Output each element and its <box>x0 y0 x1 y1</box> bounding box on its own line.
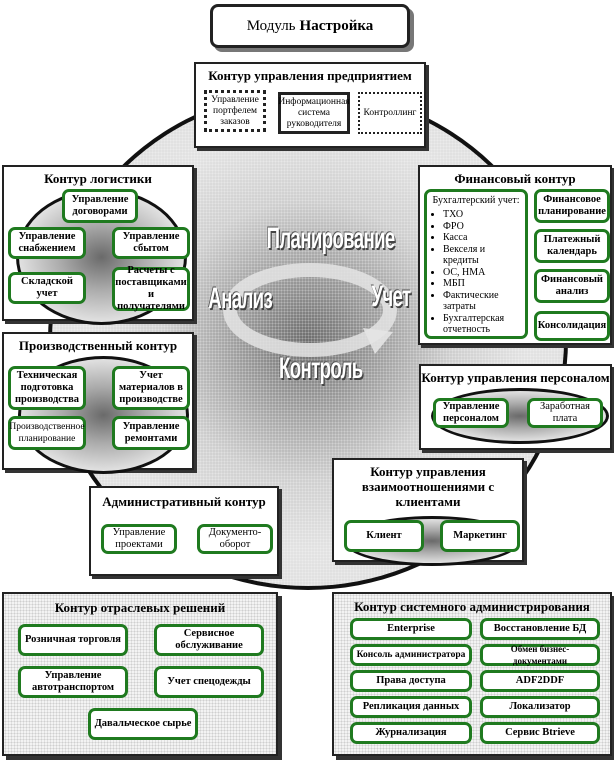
logistics-item[interactable]: Управление договорами <box>62 189 138 223</box>
enterprise-item[interactable]: Информационная система руководителя <box>278 92 350 134</box>
accounting-item: Векселя и кредиты <box>443 244 523 267</box>
sysadmin-item[interactable]: ADF2DDF <box>480 670 600 692</box>
crm-title: Контур управления взаимоотношениями с кл… <box>361 464 495 509</box>
cycle-arrow-icon <box>223 263 397 357</box>
cycle-accounting: Учет <box>371 280 411 313</box>
sysadmin-item[interactable]: Права доступа <box>350 670 472 692</box>
personnel-item[interactable]: Заработная плата <box>527 398 603 428</box>
personnel-panel: Контур управления персоналом Управление … <box>419 364 612 450</box>
logistics-item[interactable]: Управление сбытом <box>112 227 190 259</box>
finance-item[interactable]: Консолидация <box>534 311 610 341</box>
accounting-item: Касса <box>443 232 523 244</box>
production-item[interactable]: Учет материалов в производстве <box>112 366 190 410</box>
production-item[interactable]: Техническая подготовка производства <box>8 366 86 410</box>
cycle-analysis: Анализ <box>208 282 273 315</box>
crm-item[interactable]: Клиент <box>344 520 424 552</box>
accounting-title: Бухгалтерский учет: <box>432 195 520 206</box>
production-title: Производственный контур <box>18 338 178 353</box>
sysadmin-item[interactable]: Репликация данных <box>350 696 472 718</box>
crm-panel: Контур управления взаимоотношениями с кл… <box>332 458 524 566</box>
admin-panel: Административный контур Управление проек… <box>89 486 279 576</box>
industry-title: Контур отраслевых решений <box>54 600 226 615</box>
enterprise-panel: Контур управления предприятием Управлени… <box>194 62 426 148</box>
personnel-item[interactable]: Управление персоналом <box>433 398 509 428</box>
accounting-item: Фактические затраты <box>443 290 523 313</box>
sysadmin-item[interactable]: Обмен бизнес-документами <box>480 644 600 666</box>
logistics-item[interactable]: Складской учет <box>8 272 86 304</box>
cycle-planning: Планирование <box>266 222 396 255</box>
logistics-item[interactable]: Расчеты с поставщиками и получателями <box>112 265 190 312</box>
admin-title: Административный контур <box>102 494 266 509</box>
sysadmin-item[interactable]: Консоль администратора <box>350 644 472 666</box>
production-panel: Производственный контур Техническая подг… <box>2 332 194 474</box>
logistics-panel: Контур логистики Управление договорами У… <box>2 165 194 325</box>
sysadmin-title: Контур системного администрирования <box>354 599 590 614</box>
personnel-title: Контур управления персоналом <box>421 370 610 385</box>
industry-item[interactable]: Учет спецодежды <box>154 666 264 698</box>
finance-item[interactable]: Платежный календарь <box>534 229 610 263</box>
sysadmin-item[interactable]: Восстановление БД <box>480 618 600 640</box>
logistics-title: Контур логистики <box>44 171 152 186</box>
accounting-item: ТХО <box>443 209 523 221</box>
finance-item[interactable]: Финансовое планирование <box>534 189 610 223</box>
sysadmin-item[interactable]: Локализатор <box>480 696 600 718</box>
admin-item[interactable]: Управление проектами <box>101 524 177 554</box>
industry-item[interactable]: Розничная торговля <box>18 624 128 656</box>
industry-item[interactable]: Управление автотранспортом <box>18 666 128 698</box>
accounting-item: МБП <box>443 278 523 290</box>
accounting-item: ФРО <box>443 221 523 233</box>
accounting-item: ОС, НМА <box>443 267 523 279</box>
sysadmin-panel: Контур системного администрирования Ente… <box>332 592 612 756</box>
accounting-box[interactable]: Бухгалтерский учет: ТХО ФРО Касса Вексел… <box>424 189 528 339</box>
industry-item[interactable]: Сервисное обслуживание <box>154 624 264 656</box>
finance-panel: Финансовый контур Бухгалтерский учет: ТХ… <box>418 165 612 345</box>
logistics-item[interactable]: Управление снабжением <box>8 227 86 259</box>
sysadmin-item[interactable]: Enterprise <box>350 618 472 640</box>
module-name: Настройка <box>299 17 374 34</box>
industry-panel: Контур отраслевых решений Розничная торг… <box>2 592 278 756</box>
enterprise-item[interactable]: Управление портфелем заказов <box>204 90 266 132</box>
production-item[interactable]: Управление ремонтами <box>112 416 190 450</box>
industry-item[interactable]: Давальческое сырье <box>88 708 198 740</box>
finance-title: Финансовый контур <box>454 171 576 186</box>
accounting-item: Бухгалтерская отчетность <box>443 313 523 336</box>
crm-item[interactable]: Маркетинг <box>440 520 520 552</box>
sysadmin-item[interactable]: Сервис Btrieve <box>480 722 600 744</box>
production-item[interactable]: Производственное планирование <box>8 416 86 450</box>
module-prefix: Модуль <box>246 17 296 34</box>
accounting-list: ТХО ФРО Касса Векселя и кредиты ОС, НМА … <box>429 209 523 336</box>
sysadmin-item[interactable]: Журнализация <box>350 722 472 744</box>
enterprise-item[interactable]: Контроллинг <box>358 92 422 134</box>
finance-item[interactable]: Финансовый анализ <box>534 269 610 303</box>
cycle-control: Контроль <box>279 352 363 385</box>
admin-item[interactable]: Документо-оборот <box>197 524 273 554</box>
enterprise-title: Контур управления предприятием <box>208 68 412 83</box>
